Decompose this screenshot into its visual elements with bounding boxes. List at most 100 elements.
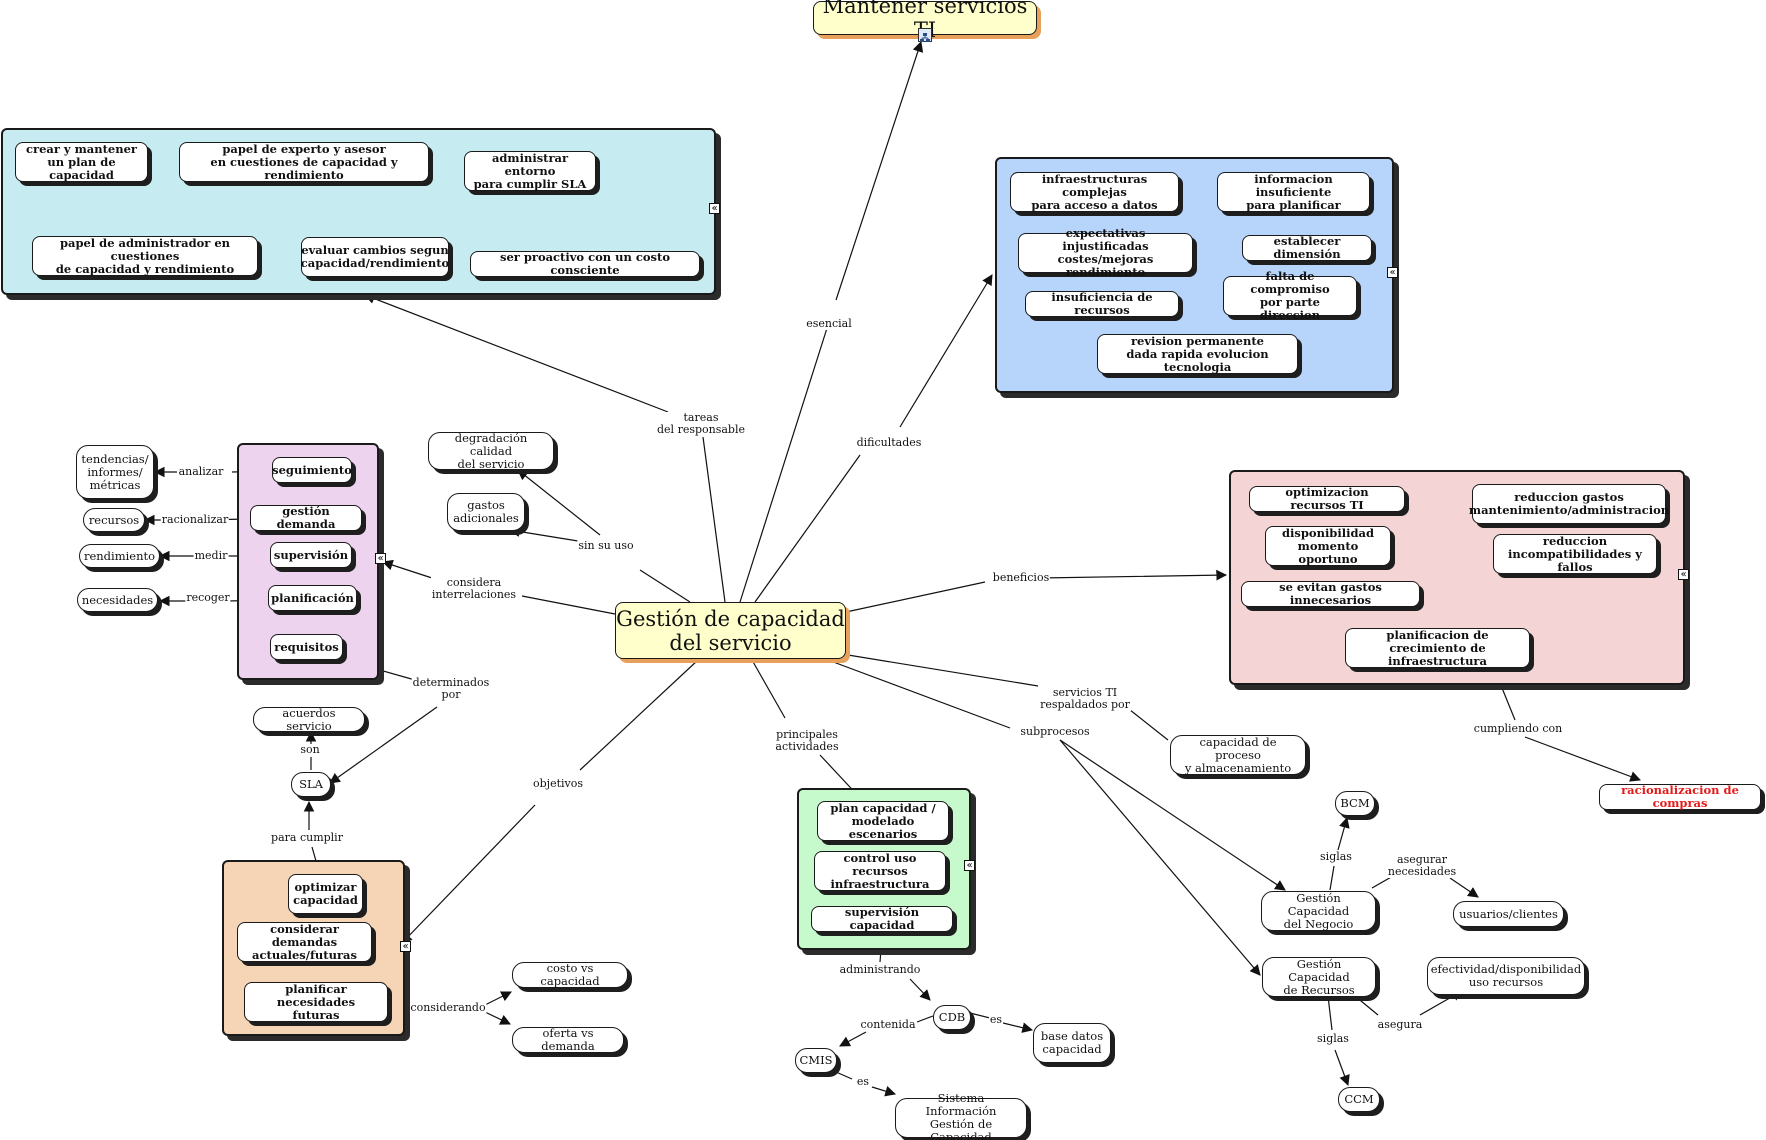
consider-item-node[interactable]: seguimiento bbox=[272, 457, 352, 483]
link-label-beneficios: beneficios bbox=[991, 571, 1051, 584]
consider-target-node[interactable]: recursos bbox=[83, 508, 145, 532]
bcm-node[interactable]: BCM bbox=[1335, 791, 1375, 816]
consider-item-node[interactable]: requisitos bbox=[270, 634, 343, 660]
edge-asegurar-1 bbox=[1371, 875, 1394, 889]
link-label-servicios-ti: servicios TI respaldados por bbox=[1039, 686, 1131, 711]
edge-subprocesos-2 bbox=[1059, 739, 1286, 891]
edge-servicios-ti bbox=[847, 654, 1169, 741]
edge-cumpliendo-2 bbox=[1524, 736, 1642, 782]
link-label-dificultades: dificultades bbox=[855, 436, 923, 449]
benefit-node[interactable]: planificacion de crecimiento de infraest… bbox=[1345, 628, 1530, 668]
consider-target-node[interactable]: rendimiento bbox=[79, 544, 160, 568]
link-label-determinados: determinados por bbox=[411, 676, 491, 701]
sla-node[interactable]: SLA bbox=[291, 772, 331, 797]
consider-target-node[interactable]: necesidades bbox=[77, 588, 158, 612]
top-concept-node[interactable]: Mantener servicios TI bbox=[813, 0, 1037, 42]
capacidad-proceso-node[interactable]: capacidad de proceso y almacenamiento bbox=[1170, 735, 1306, 775]
expand-benefits-button[interactable]: « bbox=[1678, 569, 1689, 580]
task-node[interactable]: ser proactivo con un costo consciente bbox=[470, 251, 700, 277]
expand-objectives-button[interactable]: « bbox=[400, 941, 411, 952]
activity-node[interactable]: plan capacidad / modelado escenarios bbox=[817, 801, 949, 841]
edge-determinados-2 bbox=[329, 706, 438, 784]
edge-tareas-1 bbox=[702, 436, 726, 603]
link-label-cumpliendo-con: cumpliendo con bbox=[1472, 722, 1564, 735]
gestion-recursos-node[interactable]: Gestión Capacidad de Recursos bbox=[1262, 957, 1376, 997]
edge-cumpliendo-1 bbox=[1499, 682, 1516, 721]
link-label-esencial: esencial bbox=[805, 317, 853, 330]
cdb-node[interactable]: CDB bbox=[933, 1005, 971, 1030]
objective-node[interactable]: planificar necesidades futuras bbox=[244, 982, 388, 1022]
activity-node[interactable]: control uso recursos infraestructura bbox=[814, 851, 946, 891]
link-label-asegura: asegura bbox=[1376, 1018, 1424, 1031]
link-label-tareas: tareas del responsable bbox=[656, 411, 746, 436]
difficulty-node[interactable]: infraestructuras complejas para acceso a… bbox=[1010, 172, 1179, 212]
gestion-negocio-node[interactable]: Gestión Capacidad del Negocio bbox=[1261, 891, 1376, 931]
expand-difficulties-button[interactable]: « bbox=[1387, 267, 1398, 278]
link-label-sin-su-uso: sin su uso bbox=[577, 539, 635, 552]
expand-consider-button[interactable]: « bbox=[375, 553, 386, 564]
side-effect-node[interactable]: gastos adicionales bbox=[447, 493, 525, 531]
consider-target-node[interactable]: tendencias/ informes/ métricas bbox=[76, 445, 154, 499]
expand-tasks-button[interactable]: « bbox=[709, 203, 720, 214]
benefit-node[interactable]: optimizacion recursos TI bbox=[1249, 486, 1405, 512]
difficulty-node[interactable]: falta de compromiso por parte direccion bbox=[1223, 270, 1357, 322]
consider-item-node[interactable]: supervisión bbox=[270, 542, 352, 568]
edge-tareas-2 bbox=[363, 293, 669, 413]
link-label-son: son bbox=[299, 743, 321, 756]
cmis-node[interactable]: CMIS bbox=[795, 1048, 837, 1073]
edge-asegura-2 bbox=[1419, 990, 1463, 1016]
side-effect-node[interactable]: degradación calidad del servicio bbox=[428, 431, 554, 470]
edge-subprocesos-3 bbox=[1059, 739, 1261, 976]
edge-contenida-2 bbox=[839, 1031, 867, 1047]
difficulty-node[interactable]: revision permanente dada rapida evolucio… bbox=[1097, 334, 1298, 374]
benefit-node[interactable]: disponibilidad momento oportuno bbox=[1265, 526, 1391, 566]
task-node[interactable]: papel de experto y asesor en cuestiones … bbox=[179, 142, 429, 182]
edge-siglas-ccm-1 bbox=[1327, 995, 1333, 1031]
edge-considerando-2 bbox=[484, 991, 512, 1006]
benefit-node[interactable]: reduccion incompatibilidades y fallos bbox=[1493, 534, 1657, 574]
objective-node[interactable]: considerar demandas actuales/futuras bbox=[237, 922, 372, 962]
benefit-node[interactable]: se evitan gastos innecesarios bbox=[1241, 581, 1420, 607]
expand-activities-button[interactable]: « bbox=[964, 860, 975, 871]
objective-node[interactable]: optimizar capacidad bbox=[288, 874, 363, 914]
link-label-considera: considera interrelaciones bbox=[430, 576, 518, 601]
efectividad-node[interactable]: efectividad/disponibilidad uso recursos bbox=[1427, 957, 1585, 995]
consider-item-node[interactable]: gestión demanda bbox=[250, 505, 362, 531]
edge-beneficios bbox=[845, 575, 1226, 613]
edge-esencial bbox=[739, 324, 829, 603]
difficulty-node[interactable]: insuficiencia de recursos bbox=[1025, 291, 1179, 317]
edge-considerando-3 bbox=[484, 1011, 511, 1025]
edge-asegura-1 bbox=[1354, 995, 1379, 1016]
acuerdos-servicio-node[interactable]: acuerdos servicio bbox=[253, 706, 365, 732]
consider-item-node[interactable]: planificación bbox=[268, 585, 357, 611]
edge-sin-uso-3 bbox=[508, 526, 579, 542]
edge-subprocesos-1 bbox=[827, 659, 1011, 729]
base-datos-node[interactable]: base datos capacidad bbox=[1033, 1023, 1111, 1063]
considerando-target-node[interactable]: oferta vs demanda bbox=[512, 1027, 624, 1053]
main-concept-node[interactable]: Gestión de capacidad del servicio bbox=[615, 602, 846, 659]
difficulty-node[interactable]: informacion insuficiente para planificar bbox=[1217, 172, 1370, 212]
benefit-node[interactable]: reduccion gastos mantenimiento/administr… bbox=[1469, 484, 1669, 524]
link-label-objetivos: objetivos bbox=[531, 777, 585, 790]
edge-dificultades-2 bbox=[899, 274, 993, 428]
task-node[interactable]: papel de administrador en cuestiones de … bbox=[32, 236, 258, 276]
usuarios-clientes-node[interactable]: usuarios/clientes bbox=[1453, 901, 1564, 927]
racionalizacion-node[interactable]: racionalizacion de compras bbox=[1599, 784, 1761, 810]
link-label-analizar: analizar bbox=[177, 465, 225, 478]
link-label-administrando: administrando bbox=[838, 963, 922, 976]
task-node[interactable]: administrar entorno para cumplir SLA bbox=[464, 151, 596, 191]
considerando-target-node[interactable]: costo vs capacidad bbox=[512, 962, 628, 988]
sistema-informacion-node[interactable]: Sistema Información Gestión de Capacidad bbox=[895, 1092, 1027, 1140]
edge-contenida-1 bbox=[916, 1015, 934, 1023]
ccm-node[interactable]: CCM bbox=[1338, 1087, 1380, 1112]
submap-icon[interactable] bbox=[918, 28, 932, 42]
link-label-es-cmis: es bbox=[855, 1075, 871, 1088]
activity-node[interactable]: supervisión capacidad bbox=[811, 906, 953, 932]
task-node[interactable]: crear y mantener un plan de capacidad bbox=[15, 142, 148, 182]
task-node[interactable]: evaluar cambios segun capacidad/rendimie… bbox=[301, 237, 449, 277]
difficulty-node[interactable]: establecer dimensión bbox=[1242, 235, 1372, 261]
link-label-racionalizar: racionalizar bbox=[160, 513, 230, 526]
difficulty-node[interactable]: expectativas injustificadas costes/mejor… bbox=[1018, 227, 1193, 279]
edge-esencial-arrow bbox=[835, 40, 924, 301]
